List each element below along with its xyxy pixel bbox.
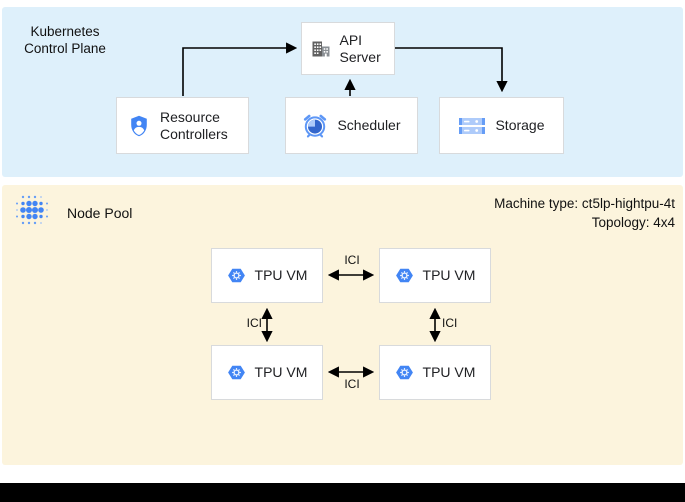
storage-label: Storage	[495, 117, 545, 133]
resource-controllers-box: Resource Controllers	[116, 97, 249, 154]
machine-type-text: Machine type: ct5lp-hightpu-4t	[494, 196, 675, 211]
resource-controllers-label: Resource Controllers	[160, 108, 228, 142]
control-plane-title-line2: Control Plane	[24, 41, 106, 56]
machine-info: Machine type: ct5lp-hightpu-4t Topology:…	[494, 194, 675, 232]
api-server-box: API Server	[301, 22, 395, 75]
tpu-vm-box-bottom-right: TPU VM	[379, 345, 491, 400]
gke-hexagon-gear-icon	[227, 363, 246, 382]
ici-label-right: ICI	[442, 316, 458, 330]
storage-box: Storage	[439, 97, 564, 154]
tpu-vm-label: TPU VM	[422, 267, 476, 283]
server-stack-icon	[458, 114, 486, 138]
scheduler-label: Scheduler	[337, 117, 401, 133]
api-server-label: API Server	[339, 31, 381, 65]
control-plane-title-line1: Kubernetes	[30, 24, 100, 39]
shield-person-icon	[127, 114, 151, 138]
scheduler-box: Scheduler	[285, 97, 418, 154]
building-icon	[311, 39, 331, 59]
node-pool-title: Node Pool	[67, 205, 133, 221]
control-plane-title: Kubernetes Control Plane	[16, 23, 114, 57]
ici-label-top: ICI	[344, 253, 360, 267]
tpu-vm-label: TPU VM	[422, 364, 476, 380]
alarm-clock-icon	[302, 113, 328, 139]
tpu-vm-box-top-left: TPU VM	[211, 248, 323, 303]
gke-hexagon-gear-icon	[395, 266, 414, 285]
tpu-vm-label: TPU VM	[254, 267, 308, 283]
topology-text: Topology: 4x4	[591, 215, 675, 230]
dot-cluster-icon	[14, 193, 50, 229]
node-pool-panel	[2, 185, 683, 465]
tpu-vm-box-top-right: TPU VM	[379, 248, 491, 303]
ici-label-bottom: ICI	[344, 377, 360, 391]
ici-label-left: ICI	[246, 316, 262, 330]
footer-bar	[0, 483, 685, 502]
tpu-vm-box-bottom-left: TPU VM	[211, 345, 323, 400]
gke-hexagon-gear-icon	[395, 363, 414, 382]
tpu-vm-label: TPU VM	[254, 364, 308, 380]
gke-hexagon-gear-icon	[227, 266, 246, 285]
